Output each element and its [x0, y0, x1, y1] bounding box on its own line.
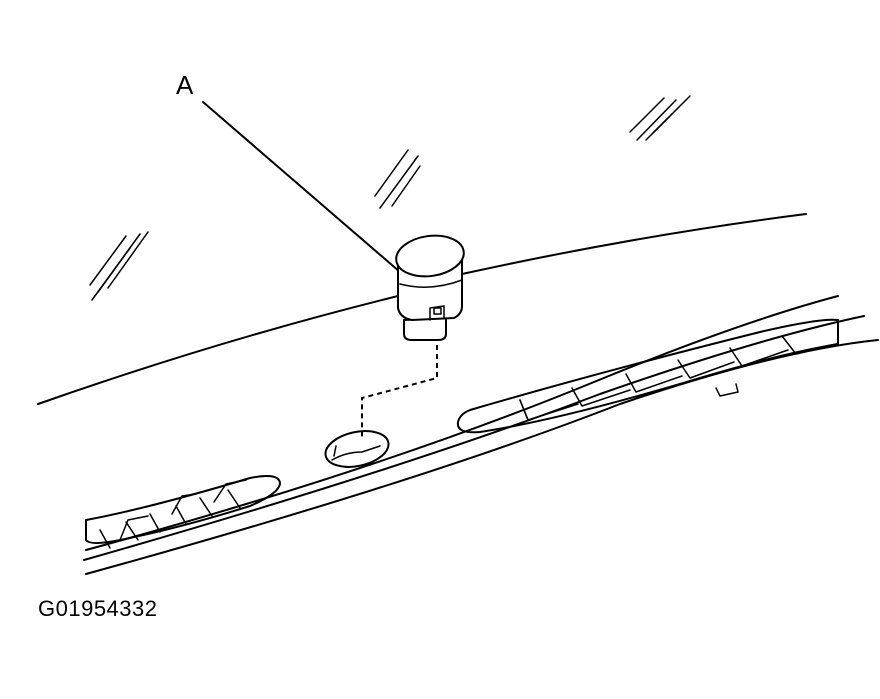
windshield-edge: [461, 213, 807, 275]
callout-leader-line: [202, 101, 401, 273]
left-defroster-vent: [85, 475, 281, 549]
right-defroster-vent: [456, 318, 839, 434]
windshield-glare-right: [629, 95, 691, 141]
instrument-panel-rear-edge: [37, 295, 399, 405]
installation-guide-line: [361, 336, 438, 440]
windshield-glare-left: [89, 231, 149, 301]
instrument-panel-trim-edge-1: [83, 315, 865, 561]
sensor-component: [395, 234, 465, 341]
windshield-glare-center: [374, 149, 421, 209]
instrument-panel-trim-edge-2: [85, 339, 879, 575]
instrument-panel-front-edge: [85, 295, 839, 551]
figure-id: G01954332: [38, 596, 158, 621]
callout-label-a: A: [176, 70, 194, 100]
sensor-mounting-hole: [324, 430, 390, 468]
